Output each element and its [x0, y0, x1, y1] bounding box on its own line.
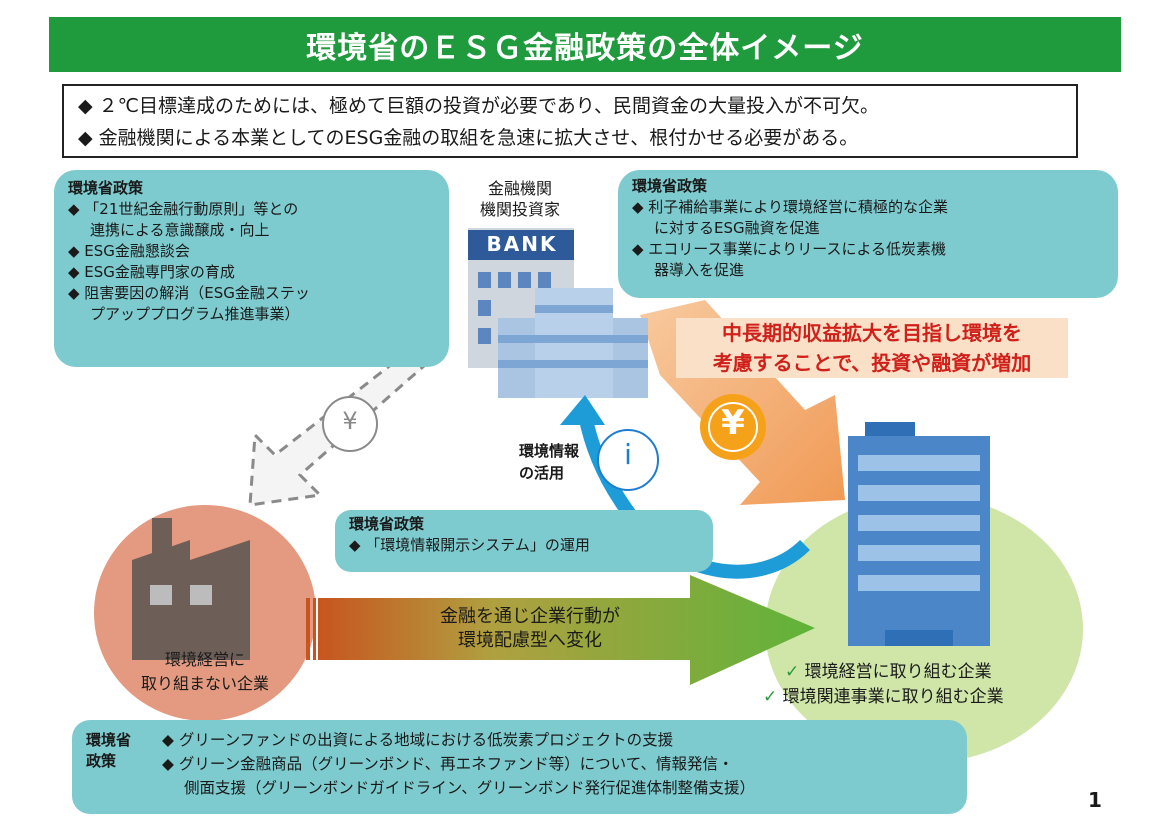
bubble-line: ◆ ESG金融懇談会	[68, 242, 190, 260]
bubble-line: 器導入を促進	[654, 261, 745, 279]
summary-box: ◆ ２℃目標達成のためには、極めて巨額の投資が必要であり、民間資金の大量投入が不…	[62, 84, 1078, 158]
bank-building-icon	[468, 228, 648, 398]
summary-line-1: ◆ ２℃目標達成のためには、極めて巨額の投資が必要であり、民間資金の大量投入が不…	[78, 95, 880, 117]
factory-label: 環境経営に 取り組まない企業	[115, 648, 295, 696]
policy-bubble-bottom: 環境省 政策 ◆ グリーンファンドの出資による地域における低炭素プロジェクトの支…	[72, 720, 967, 814]
investment-message: 中長期的収益拡大を目指し環境を 考慮することで、投資や融資が増加	[676, 318, 1068, 378]
info-symbol: i	[624, 438, 632, 471]
bubble-line: ◆ グリーンファンドの出資による地域における低炭素プロジェクトの支援	[162, 731, 674, 749]
page-title: 環境省のＥＳＧ金融政策の全体イメージ	[49, 17, 1121, 72]
bubble-heading: 環境省政策	[349, 515, 425, 533]
summary-line-2: ◆ 金融機関による本業としてのESG金融の取組を急速に拡大させ、根付かせる必要が…	[78, 127, 859, 149]
bubble-lines: ◆ グリーンファンドの出資による地域における低炭素プロジェクトの支援 ◆ グリー…	[162, 728, 755, 800]
arrow-stripe	[313, 598, 316, 660]
factory-icon	[132, 518, 250, 660]
company-label: ✓ 環境経営に取り組む企業 ✓ 環境関連事業に取り組む企業	[763, 660, 1004, 710]
bubble-line: ◆ 阻害要因の解消（ESG金融ステッ	[68, 284, 310, 302]
env-info-line-2: の活用	[519, 464, 565, 482]
policy-bubble-top-left: 環境省政策 ◆ 「21世紀金融行動原則」等との 連携による意識醸成・向上 ◆ E…	[54, 170, 449, 367]
bubble-line: ◆ 利子補給事業により環境経営に積極的な企業	[632, 198, 949, 216]
company-building-icon	[848, 422, 990, 646]
bubble-line: ◆ 「環境情報開示システム」の運用	[349, 536, 590, 554]
bubble-heading: 環境省 政策	[86, 731, 132, 770]
bank-label-line-1: 金融機関	[487, 179, 552, 198]
env-info-line-1: 環境情報	[519, 442, 580, 460]
bank-sign: BANK	[486, 232, 558, 256]
check-icon: ✓	[785, 662, 800, 682]
bubble-line: に対するESG融資を促進	[654, 219, 820, 237]
arrow-label: 金融を通じ企業行動が 環境配慮型へ変化	[400, 605, 660, 653]
bank-label: 金融機関 機関投資家	[470, 178, 570, 220]
factory-label-line-2: 取り組まない企業	[140, 674, 269, 693]
bubble-heading: 環境省政策	[632, 177, 708, 195]
investment-message-line-1: 中長期的収益拡大を目指し環境を	[722, 321, 1022, 345]
info-flow-arrowhead	[560, 395, 605, 425]
dashed-yen-symbol: ¥	[342, 407, 358, 435]
bubble-line: ◆ グリーン金融商品（グリーンボンド、再エネファンド等）について、情報発信・	[162, 755, 734, 773]
policy-bubble-top-right: 環境省政策 ◆ 利子補給事業により環境経営に積極的な企業 に対するESG融資を促…	[618, 170, 1118, 298]
bubble-line: ◆ 「21世紀金融行動原則」等との	[68, 200, 299, 218]
bank-label-line-2: 機関投資家	[479, 200, 560, 219]
page-number: 1	[1088, 788, 1102, 812]
bubble-line: ◆ エコリース事業によりリースによる低炭素機	[632, 240, 947, 258]
arrow-label-line-1: 金融を通じ企業行動が	[440, 606, 620, 627]
company-label-line-1: ✓ 環境経営に取り組む企業	[785, 662, 992, 682]
info-circle	[597, 429, 659, 491]
investment-message-line-2: 考慮することで、投資や融資が増加	[712, 351, 1032, 375]
check-icon: ✓	[763, 687, 778, 707]
green-change-arrow	[318, 575, 815, 685]
dashed-yen-coin	[322, 396, 378, 452]
yen-symbol: ¥	[721, 403, 745, 443]
factory-label-line-1: 環境経営に	[164, 650, 245, 669]
bubble-heading: 環境省政策	[68, 179, 144, 197]
bubble-line: 側面支援（グリーンボンドガイドライン、グリーンボンド発行促進体制整備支援）	[184, 779, 756, 797]
arrow-stripe	[306, 598, 310, 660]
bubble-line: ◆ ESG金融専門家の育成	[68, 263, 235, 281]
policy-bubble-middle: 環境省政策 ◆ 「環境情報開示システム」の運用	[335, 510, 713, 572]
company-label-line-2: ✓ 環境関連事業に取り組む企業	[763, 687, 1004, 707]
bubble-line: プアッププログラム推進事業）	[90, 305, 300, 323]
env-info-label: 環境情報 の活用	[519, 440, 579, 484]
arrow-label-line-2: 環境配慮型へ変化	[458, 630, 602, 651]
bubble-line: 連携による意識醸成・向上	[90, 221, 270, 239]
